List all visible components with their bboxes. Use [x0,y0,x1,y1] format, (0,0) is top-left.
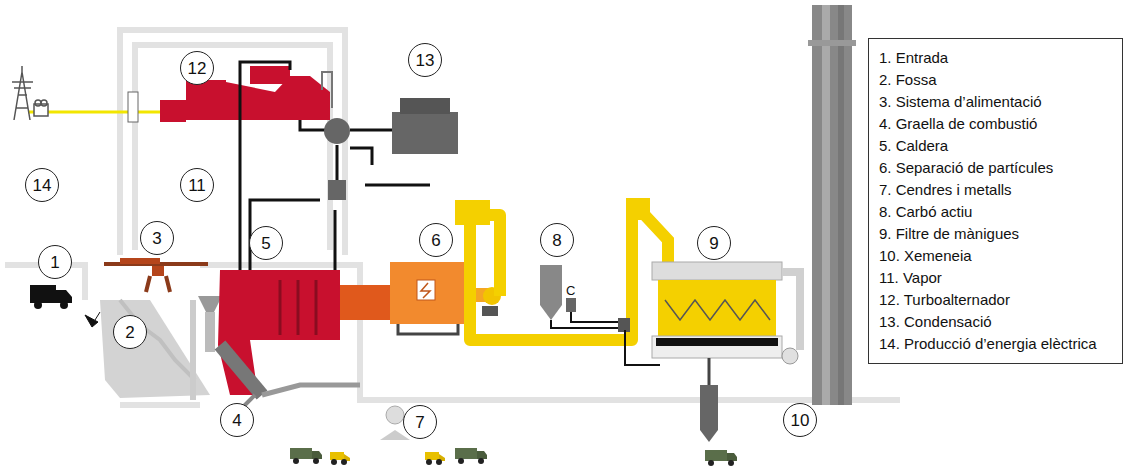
bag-filter [652,262,782,358]
stack-duct [782,272,800,350]
key-entry: 7. Cendres i metalls [879,179,1114,201]
callout-circle: 9 [697,226,731,260]
furnace [218,270,270,395]
boiler [270,270,340,340]
feed-column [190,300,196,400]
callout-circle: 5 [249,226,283,260]
callout-number: 3 [152,230,161,247]
callout-circle: 14 [25,168,59,202]
combustion-grate [220,345,262,395]
callout-number: 13 [416,52,435,69]
particle-separator [390,262,465,334]
callout-circle: 6 [419,223,453,257]
callout-number: 11 [188,177,206,194]
key-entry: 3. Sistema d’alimentació [879,91,1114,113]
fan-base [482,306,498,316]
building-outline [5,30,900,405]
cyclone-top [455,200,490,225]
ash-conveyor [262,385,360,395]
callout-number: 8 [552,232,561,249]
boiler-walls [280,280,316,335]
residue-trucks [290,448,737,466]
key-entry: 13. Condensació [879,311,1114,333]
magnet [386,406,404,424]
transformer [128,92,138,122]
callout-number: 1 [50,254,59,271]
chimney [808,5,856,405]
callout-number: 9 [709,235,718,252]
key-list-box: 1. Entrada2. Fossa3. Sistema d’alimentac… [868,38,1123,364]
feed-pump [328,180,346,200]
callout-number: 12 [188,60,207,77]
key-entry: 10. Xemeneia [879,245,1114,267]
callout-circle: 2 [113,315,147,349]
key-entry: 11. Vapor [879,267,1114,289]
key-entry: 14. Producció d’energia elèctrica [879,333,1114,355]
stack-fan [782,348,798,364]
key-entry: 6. Separació de partícules [879,157,1114,179]
residue-line [625,330,660,365]
callout-number: 2 [125,324,134,341]
callout-circle: 1 [38,245,72,279]
callout-circle: 3 [140,221,174,255]
condenser-pump [324,118,350,144]
entry-truck [30,285,72,309]
hopper [198,296,222,312]
key-entry: 5. Caldera [879,135,1114,157]
callout-number: 4 [232,412,241,429]
crane [104,258,208,292]
pylon [12,66,48,120]
callout-circle: 10 [783,403,817,437]
residue-silo [700,358,718,442]
pit-steps [120,300,195,380]
injector [618,318,630,332]
callout-circle: 7 [403,405,437,439]
callout-circle: 13 [408,43,442,77]
camera [85,312,100,327]
key-entry: 2. Fossa [879,69,1114,91]
key-entry: 1. Entrada [879,47,1114,69]
callout-circle: 8 [540,223,574,257]
feed-chute [205,312,215,352]
symbol-label: C [566,284,575,297]
exhaust-pipe [322,72,332,108]
callout-number: 10 [791,412,810,429]
key-entry: 9. Filtre de mànigues [879,223,1114,245]
key-entry: 8. Carbó actiu [879,201,1114,223]
callout-number: 5 [261,235,270,252]
callout-circle: 4 [220,403,254,437]
callout-number: 7 [415,414,424,431]
callout-circle: 11 [180,168,214,202]
flue-gas-duct [470,210,640,340]
key-entry: 4. Graella de combustió [879,113,1114,135]
callout-number: 14 [33,177,52,194]
condenser [392,98,458,154]
callout-number: 6 [431,232,440,249]
key-entry: 12. Turboalternador [879,289,1114,311]
carbon-silo [540,265,620,328]
gas-duct [340,285,395,320]
callout-circle: 12 [180,51,214,85]
